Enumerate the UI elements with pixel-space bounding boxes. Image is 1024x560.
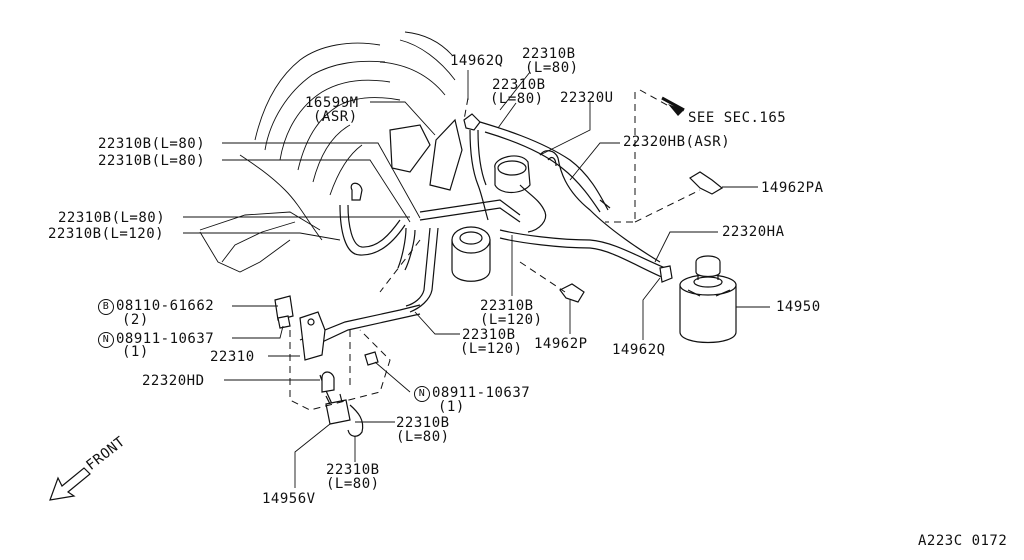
bracket-22310 [274, 295, 379, 366]
label-22320ha: 22320HA [722, 224, 785, 240]
label-22320u: 22320U [560, 90, 614, 106]
bolt-marker-icon: B [98, 299, 114, 315]
label-22310b-top-b: 22310B [492, 77, 546, 93]
bolt-part-number: 08110-61662 [116, 298, 215, 314]
label-22310b-mid2-sub: (L=120) [460, 341, 523, 357]
hose-lines [299, 121, 671, 437]
label-16599m: 16599M [305, 95, 359, 111]
clamps [350, 113, 724, 303]
label-22320hb: 22320HB(ASR) [623, 134, 731, 150]
engine-outline [199, 31, 456, 273]
label-14962q-top: 14962Q [450, 53, 504, 69]
label-14962q-right: 14962Q [612, 342, 666, 358]
label-see-section: SEE SEC.165 [688, 110, 787, 126]
label-22320hd: 22320HD [142, 373, 205, 389]
label-14950: 14950 [776, 299, 821, 315]
label-22310b-top-b-sub: (L=80) [490, 91, 544, 107]
label-22310b-l80-3: 22310B(L=80) [58, 210, 166, 226]
label-22310: 22310 [210, 349, 255, 365]
label-22310b-low2-sub: (L=80) [326, 476, 380, 492]
dashed-outlines [289, 89, 701, 411]
nut2-marker-icon: N [414, 386, 430, 402]
label-22310b-low1-sub: (L=80) [396, 429, 450, 445]
label-16599m-sub: (ASR) [313, 109, 358, 125]
nut2-part-number: 08911-10637 [432, 385, 531, 401]
label-22310b-l80-2: 22310B(L=80) [98, 153, 206, 169]
label-22310b-l80-1: 22310B(L=80) [98, 136, 206, 152]
label-nut-qty: (1) [122, 344, 149, 360]
label-22310b-mid2: 22310B [462, 327, 516, 343]
label-14956v: 14956V [262, 491, 316, 507]
nut-marker-icon: N [98, 332, 114, 348]
leader-lines [183, 70, 770, 488]
canister-14950 [679, 255, 737, 344]
label-22310b-l120-1: 22310B(L=120) [48, 226, 165, 242]
label-22310b-mid-sub: (L=120) [480, 312, 543, 328]
label-14962p: 14962P [534, 336, 588, 352]
label-22310b-low2: 22310B [326, 462, 380, 478]
label-22310b-top-a-sub: (L=80) [525, 60, 579, 76]
see-section-arrow [661, 96, 685, 116]
label-22310b-mid: 22310B [480, 298, 534, 314]
label-bolt-qty: (2) [122, 312, 149, 328]
reservoir [451, 155, 531, 282]
label-nut2-qty: (1) [438, 399, 465, 415]
nut-part-number: 08911-10637 [116, 331, 215, 347]
label-14962pa: 14962PA [761, 180, 824, 196]
label-22310b-low1: 22310B [396, 415, 450, 431]
label-22310b-top-a: 22310B [522, 46, 576, 62]
reference-code: A223C 0172 [918, 533, 1008, 549]
valve-14956v [321, 371, 351, 425]
front-arrow-icon [49, 467, 91, 501]
